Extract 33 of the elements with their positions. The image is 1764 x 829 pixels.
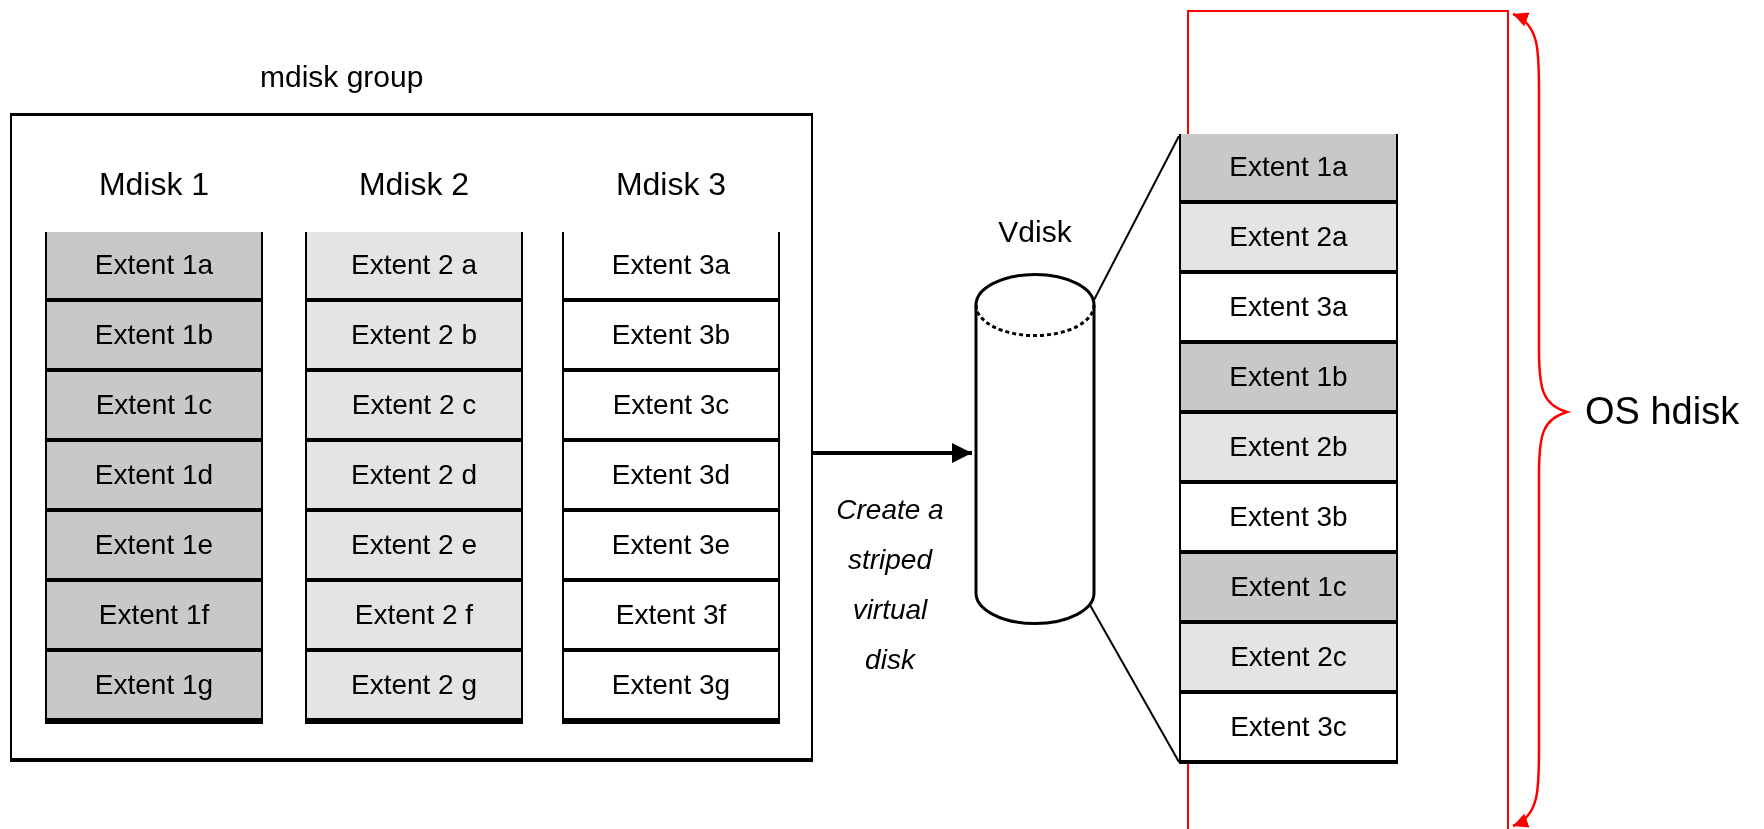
group-title: mdisk group: [260, 60, 424, 94]
extent-row: Extent 1e: [45, 512, 263, 582]
extent-row: Extent 2 a: [305, 232, 523, 302]
extent-row: Extent 2 d: [305, 442, 523, 512]
extent-row: Extent 3b: [1179, 484, 1398, 554]
extent-row: Extent 2 g: [305, 652, 523, 722]
column-heading: Mdisk 3: [614, 166, 728, 203]
extent-row: Extent 3c: [1179, 694, 1398, 764]
extent-row: Extent 1b: [1179, 344, 1398, 414]
extent-row: Extent 2b: [1179, 414, 1398, 484]
extent-row: Extent 1b: [45, 302, 263, 372]
extent-row: Extent 2a: [1179, 204, 1398, 274]
column-heading: Mdisk 1: [97, 166, 211, 203]
extent-row: Extent 2c: [1179, 624, 1398, 694]
column-heading: Mdisk 2: [357, 166, 471, 203]
extent-row: Extent 1f: [45, 582, 263, 652]
extent-row: Extent 1a: [1179, 134, 1398, 204]
extent-row: Extent 1a: [45, 232, 263, 302]
extent-row: Extent 2 c: [305, 372, 523, 442]
extent-row: Extent 2 e: [305, 512, 523, 582]
extent-row: Extent 1c: [45, 372, 263, 442]
extent-row: Extent 1c: [1179, 554, 1398, 624]
extent-row: Extent 1d: [45, 442, 263, 512]
extent-row: Extent 3a: [562, 232, 780, 302]
brace-label: OS hdisk: [1585, 390, 1740, 433]
extent-row: Extent 2 b: [305, 302, 523, 372]
disk-title: Vdisk: [997, 215, 1073, 249]
extent-row: Extent 2 f: [305, 582, 523, 652]
connector-line: [1089, 604, 1180, 763]
arrow: [813, 443, 972, 463]
connector-line: [1093, 135, 1180, 301]
extent-row: Extent 1g: [45, 652, 263, 722]
extent-row: Extent 3a: [1179, 274, 1398, 344]
